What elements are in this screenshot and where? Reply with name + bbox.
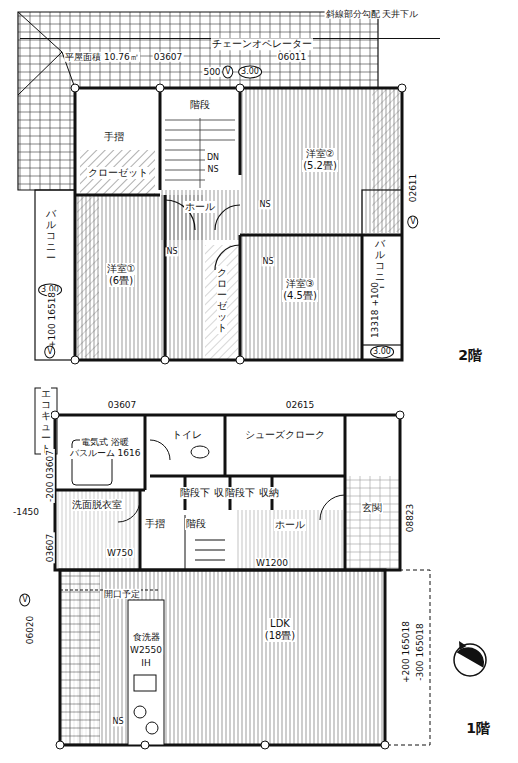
room-label: 洋室① — [106, 263, 137, 275]
room-label: シューズクローク — [244, 429, 326, 441]
room-area: 電気式 浴暖バスルーム 1616 — [66, 420, 144, 476]
grid-mark: V — [222, 65, 233, 78]
room-area: LDK(18畳) — [200, 610, 360, 650]
dimension-note: チェーンオペレーター — [211, 38, 313, 50]
dimension-note: 03607 — [45, 533, 55, 564]
dimension-note: NS — [165, 247, 178, 256]
room-area: バルコニー — [38, 195, 64, 275]
room-name: (18畳) — [264, 630, 297, 642]
room-area: シューズクローク — [228, 425, 342, 445]
room-label: 電気式 浴暖 — [80, 437, 130, 448]
room-area: エコキュート — [36, 386, 56, 456]
dimension-note: 500 — [202, 67, 221, 77]
room-area: 洋室①(6畳) — [82, 255, 160, 295]
room-label: クローゼット — [217, 266, 227, 334]
room-label: クローゼット — [87, 167, 149, 179]
dimension-note: 02615 — [285, 400, 316, 410]
room-label: 洗面脱衣室 — [71, 499, 123, 511]
room-area: ホール — [240, 514, 340, 536]
room-label: トイレ — [171, 429, 203, 441]
grid-mark: 3.00 — [370, 345, 394, 358]
room-label: 手摺 — [103, 131, 125, 143]
room-area: 洗面脱衣室 — [58, 494, 136, 516]
dimension-note: DN — [206, 153, 220, 162]
dimension-note: 08823 — [405, 503, 415, 534]
room-label: バスルーム 1616 — [69, 448, 142, 459]
room-label: (4.5畳) — [282, 290, 318, 302]
room-label: 手摺 — [144, 518, 166, 530]
room-label: 階段下 収納 — [224, 487, 279, 499]
grid-mark: 3.00 — [238, 65, 262, 78]
dimension-note: 開口予定 — [103, 589, 141, 599]
room-label: 階段 — [189, 99, 211, 111]
dimension-note: NS — [261, 257, 274, 266]
dimension-note: NS — [206, 165, 219, 174]
room-label: 洋室③ — [285, 278, 316, 290]
dimension-note: 06011 — [277, 52, 308, 62]
room-label: 洋室② — [305, 148, 336, 160]
room-area: 玄関 — [348, 497, 396, 519]
room-label: ホール — [184, 201, 216, 213]
room-area: 手摺 — [95, 128, 133, 146]
dimension-note: 平屋面積 10.76㎡ — [64, 52, 140, 62]
room-label: (6畳) — [108, 275, 134, 287]
grid-mark: V — [19, 593, 30, 606]
dimension-note: 06020 — [25, 615, 35, 646]
room-label: 階段 — [185, 518, 207, 530]
room-area: トイレ — [152, 425, 222, 445]
floor-title: 1階 — [465, 720, 491, 736]
dimension-note: 02611 — [408, 173, 418, 204]
dimension-note: IH — [140, 658, 151, 668]
room-area: クローゼット — [208, 250, 236, 350]
dimension-note: NS — [258, 200, 271, 209]
room-area: 手摺 — [138, 515, 172, 533]
room-name: LDK — [269, 618, 291, 630]
room-area: 洋室②(5.2畳) — [270, 140, 370, 180]
dimension-note: W2550 — [129, 645, 163, 655]
dimension-note: 03607 — [107, 400, 138, 410]
room-area: クローゼット — [80, 162, 155, 184]
floor-title: 2階 — [457, 347, 483, 363]
room-label: ホール — [274, 519, 306, 531]
dimension-note: NS — [111, 717, 124, 726]
dimension-note: 斜線部分勾配 天井下ル — [325, 9, 420, 19]
dimension-note: W1200 — [255, 558, 289, 568]
room-area: ホール — [170, 196, 230, 218]
grid-mark: V — [407, 215, 418, 228]
room-label: エコキュート — [41, 387, 51, 455]
room-area: 階段 — [165, 95, 235, 115]
room-label: バルコニー — [46, 207, 56, 264]
room-area: 洋室③(4.5畳) — [260, 270, 340, 310]
dimension-note: +100 16518 — [47, 291, 57, 349]
grid-mark: V — [44, 345, 55, 358]
dimension-note: 食洗器 — [132, 632, 161, 642]
dimension-note: W750 — [106, 548, 134, 558]
dimension-note: +200 165018 — [401, 620, 411, 684]
room-label: 玄関 — [361, 502, 383, 514]
dimension-note: -200 03607 — [45, 449, 55, 503]
room-area: 階段 — [176, 515, 216, 533]
dimension-note: 03607 — [153, 52, 184, 62]
room-label: (5.2畳) — [302, 160, 338, 172]
room-area: 階段下 収納 — [222, 478, 281, 508]
dimension-note: 13318 +100 — [370, 281, 380, 339]
dimension-note: -1450 — [12, 507, 40, 517]
dimension-note: -300 165018 — [415, 622, 425, 682]
